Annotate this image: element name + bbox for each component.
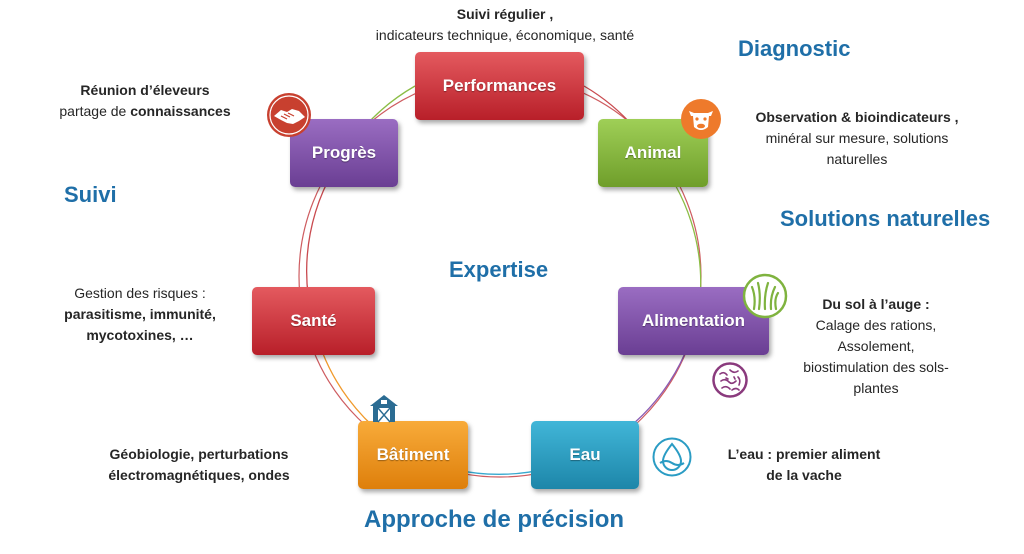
soil-microbes-icon (712, 362, 748, 398)
annotation-line: Du sol à l’auge : (822, 296, 930, 312)
node-performances: Performances (415, 52, 584, 120)
annotation-progres: Réunion d’éleveurs partage de connaissan… (40, 80, 250, 122)
label-approche-de-precision: Approche de précision (364, 506, 625, 533)
annotation-line: naturelles (826, 151, 888, 167)
annotation-line: Calage des rations, (815, 317, 937, 333)
label-suivi: Suivi (64, 182, 117, 207)
annotation-line: biostimulation des sols- (803, 359, 949, 375)
water-drop-icon (652, 437, 692, 477)
node-alimentation: Alimentation (618, 287, 769, 355)
annotation-sante: Gestion des risques : parasitisme, immun… (40, 283, 240, 346)
barn-icon (370, 395, 398, 423)
annotation-line: électromagnétiques, ondes (108, 467, 290, 483)
cow-icon (681, 99, 721, 139)
node-eau: Eau (531, 421, 639, 489)
annotation-line: plantes (853, 380, 899, 396)
annotation-line: partage de connaissances (40, 101, 250, 122)
annotation-text-bold: connaissances (130, 103, 231, 119)
annotation-line: L’eau : premier aliment (727, 446, 881, 462)
annotation-line: de la vache (766, 467, 842, 483)
annotation-eau: L’eau : premier aliment de la vache (704, 444, 904, 486)
annotation-line: Gestion des risques : (74, 285, 206, 301)
handshake-icon (267, 93, 311, 137)
annotation-alimentation: Du sol à l’auge : Calage des rations, As… (776, 294, 976, 399)
node-progres: Progrès (290, 119, 398, 187)
annotation-line: parasitisme, immunité, (64, 306, 216, 322)
label-diagnostic: Diagnostic (738, 36, 851, 61)
annotation-text: partage de (59, 103, 131, 119)
annotation-line: Assolement, (837, 338, 915, 354)
annotation-line: Réunion d’éleveurs (80, 82, 210, 98)
annotation-line: mycotoxines, … (86, 327, 194, 343)
annotation-line: Suivi régulier , (456, 6, 554, 22)
node-animal: Animal (598, 119, 708, 187)
annotation-batiment: Géobiologie, perturbations électromagnét… (84, 444, 314, 486)
annotation-line: Observation & bioindicateurs , (755, 109, 959, 125)
label-expertise: Expertise (449, 257, 549, 282)
annotation-performances: Suivi régulier , indicateurs technique, … (340, 4, 670, 46)
grass-icon (742, 273, 788, 319)
label-solutions-naturelles: Solutions naturelles (780, 206, 991, 231)
node-sante: Santé (252, 287, 375, 355)
annotation-line: Géobiologie, perturbations (109, 446, 289, 462)
annotation-animal: Observation & bioindicateurs , minéral s… (727, 107, 987, 170)
node-batiment: Bâtiment (358, 421, 468, 489)
annotation-line: minéral sur mesure, solutions (765, 130, 949, 146)
annotation-line: indicateurs technique, économique, santé (375, 27, 635, 43)
